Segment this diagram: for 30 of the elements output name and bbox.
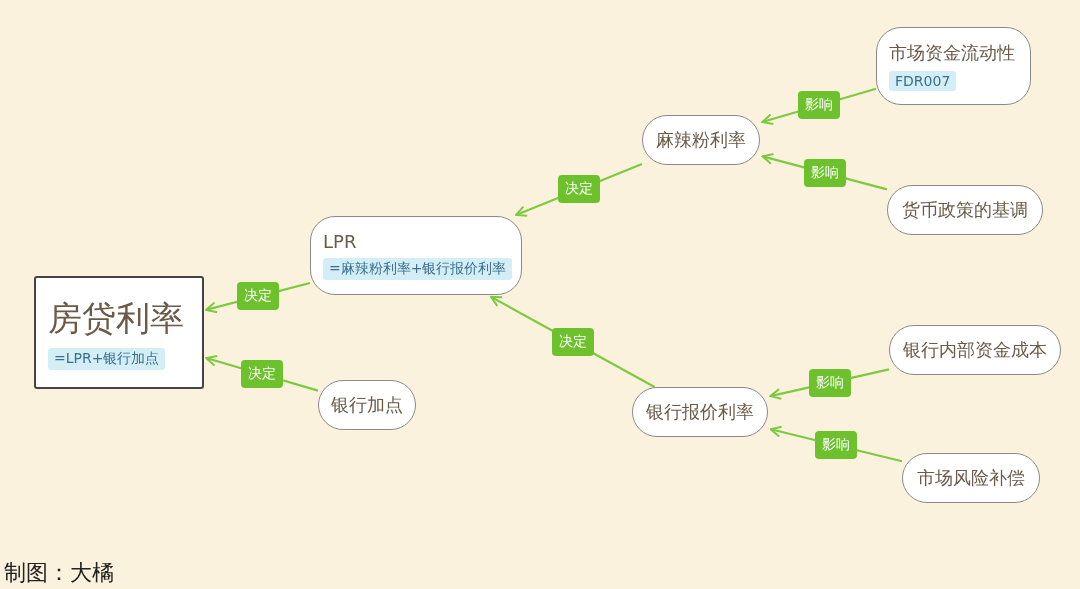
- edge-label: 影响: [815, 431, 858, 460]
- topic-bubble: [318, 380, 416, 430]
- topic-bubble: [876, 27, 1031, 105]
- topic-title: 货币政策的基调: [902, 198, 1028, 222]
- topic-title: 市场风险补偿: [917, 466, 1025, 490]
- topic-bubble: [310, 216, 522, 295]
- edge-label: 决定: [558, 175, 600, 204]
- topic-bubble: [642, 115, 760, 165]
- topic-title: 市场资金流动性: [889, 41, 1015, 65]
- topic-bubble: [632, 387, 768, 437]
- topic-bubble: [889, 325, 1061, 375]
- edge-label: 影响: [803, 158, 846, 187]
- topic-box: [34, 276, 204, 389]
- topic-title: 银行加点: [331, 393, 403, 417]
- topic-bubble: [887, 185, 1043, 235]
- topic-title: LPR: [323, 231, 357, 252]
- topic-title: 银行报价利率: [646, 400, 754, 424]
- edge-label: 决定: [241, 360, 284, 389]
- formula-tag: FDR007: [889, 71, 957, 91]
- topic-bubble: [902, 453, 1040, 503]
- edge-label: 决定: [237, 282, 280, 311]
- credit-note: 制图：大橘: [4, 559, 114, 587]
- topic-title: 房贷利率: [48, 296, 184, 340]
- topic-title: 麻辣粉利率: [656, 128, 746, 152]
- edge-label: 决定: [551, 327, 594, 356]
- topic-title: 银行内部资金成本: [903, 338, 1047, 362]
- formula-tag: =麻辣粉利率+银行报价利率: [323, 258, 513, 280]
- formula-tag: =LPR+银行加点: [48, 347, 166, 370]
- edge-label: 影响: [808, 368, 851, 397]
- edge-label: 影响: [798, 91, 841, 120]
